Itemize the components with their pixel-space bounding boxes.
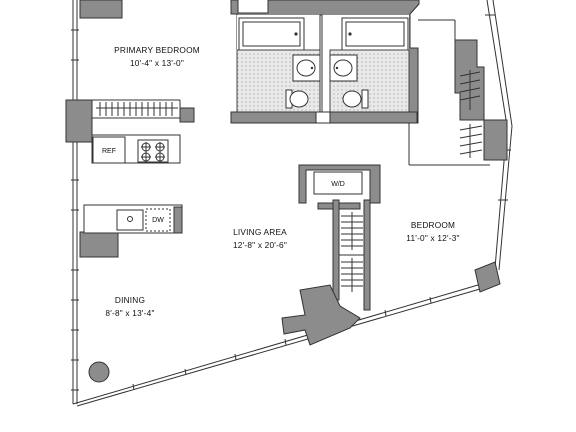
dw-label: DW xyxy=(152,217,164,224)
bedroom-name: BEDROOM xyxy=(411,220,455,230)
closet-bedroom xyxy=(459,70,483,158)
toilet xyxy=(342,90,362,108)
living-area-name: LIVING AREA xyxy=(233,227,287,237)
closet-hall xyxy=(339,212,364,292)
kitchen-upper: REF xyxy=(91,134,181,164)
bedroom-dims: 11'-0" x 12'-3" xyxy=(406,233,459,243)
primary-bedroom-dims: 10'-4" x 13'-0" xyxy=(130,58,184,68)
kitchen-sink xyxy=(116,209,144,231)
kitchen-lower: DW xyxy=(83,204,183,234)
partition-lines xyxy=(92,0,490,257)
bathtub xyxy=(238,17,305,51)
toilet xyxy=(289,90,309,108)
bathroom-right xyxy=(329,17,410,113)
refrigerator xyxy=(92,136,126,164)
closet-primary xyxy=(96,102,195,123)
dishwasher xyxy=(145,208,171,232)
ref-label: REF xyxy=(102,148,116,155)
bathtub xyxy=(341,17,409,51)
wd-label: W/D xyxy=(331,181,345,188)
dining-dims: 8'-8" x 13'-4" xyxy=(105,308,154,318)
living-area-dims: 12'-8" x 20'-6" xyxy=(233,240,287,250)
primary-bedroom-name: PRIMARY BEDROOM xyxy=(114,45,200,55)
bathroom-left xyxy=(236,14,323,116)
washer-dryer xyxy=(313,171,363,195)
dining-name: DINING xyxy=(115,295,145,305)
